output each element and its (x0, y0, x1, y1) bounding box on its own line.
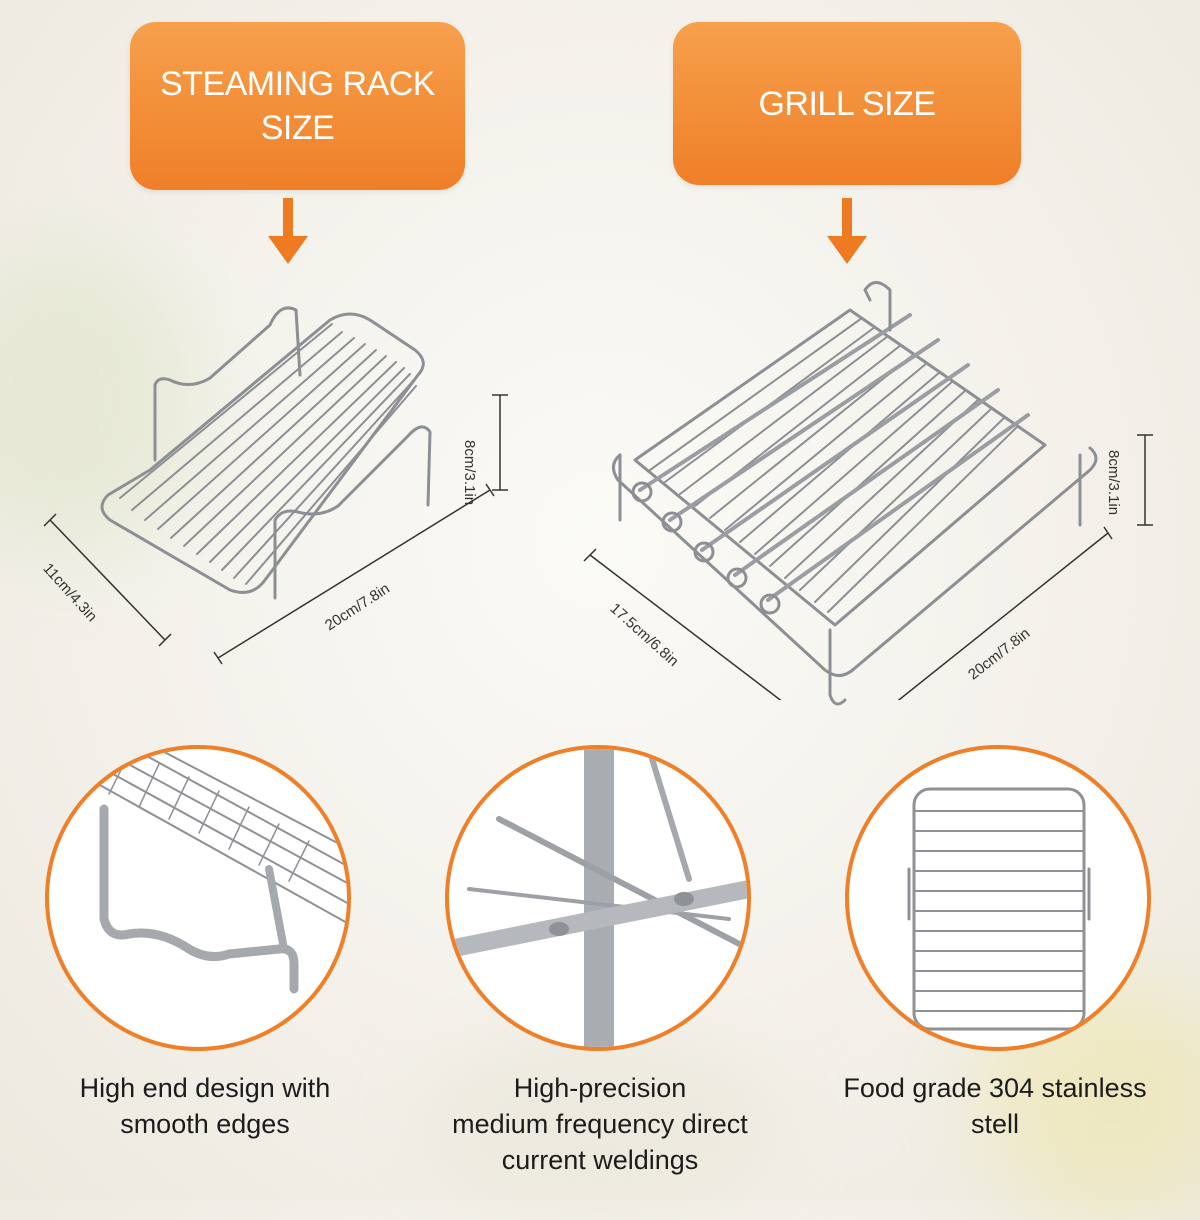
smooth-edges-caption: High end design with smooth edges (35, 1070, 375, 1142)
down-arrow-icon (827, 198, 867, 268)
stainless-steel-caption: Food grade 304 stainless stell (825, 1070, 1165, 1142)
grill-rack-height-dimension: 8cm/3.1in (1105, 450, 1122, 516)
weldings-caption-line-1: High-precision (513, 1073, 687, 1103)
weldings-caption-line-3: current weldings (501, 1145, 699, 1175)
smooth-edges-caption-line-2: smooth edges (120, 1109, 290, 1139)
stainless-steel-detail-image (845, 745, 1151, 1051)
steaming-rack-height-dimension: 8cm/3.1in (461, 440, 478, 506)
rack-corner-closeup (88, 749, 347, 994)
stainless-steel-caption-line-2: stell (970, 1109, 1019, 1139)
weldings-detail-image (445, 745, 751, 1051)
steaming-rack-dimension-lines (43, 394, 1153, 700)
weldings-caption: High-precision medium frequency direct c… (430, 1070, 770, 1178)
down-arrow-icon (268, 198, 308, 268)
grill-rack-illustration (612, 281, 1098, 706)
background-blur-bottom (420, 1030, 780, 1210)
weldings-caption-line-2: medium frequency direct (452, 1109, 748, 1139)
smooth-edges-caption-line-1: High end design with (79, 1073, 331, 1103)
smooth-edges-detail-image (45, 745, 351, 1051)
steaming-rack-label-line-1: STEAMING RACK (160, 65, 435, 103)
weld-joint-closeup (449, 749, 747, 1047)
grill-size-label-text: GRILL SIZE (758, 84, 936, 123)
steaming-rack-size-label: STEAMING RACK SIZE (130, 22, 465, 190)
grill-size-label: GRILL SIZE (673, 22, 1021, 185)
stainless-steel-caption-line-1: Food grade 304 stainless (843, 1073, 1147, 1103)
steaming-rack-label-line-2: SIZE (260, 109, 335, 147)
steaming-rack-illustration (100, 306, 432, 600)
rack-top-view (907, 787, 1091, 1031)
